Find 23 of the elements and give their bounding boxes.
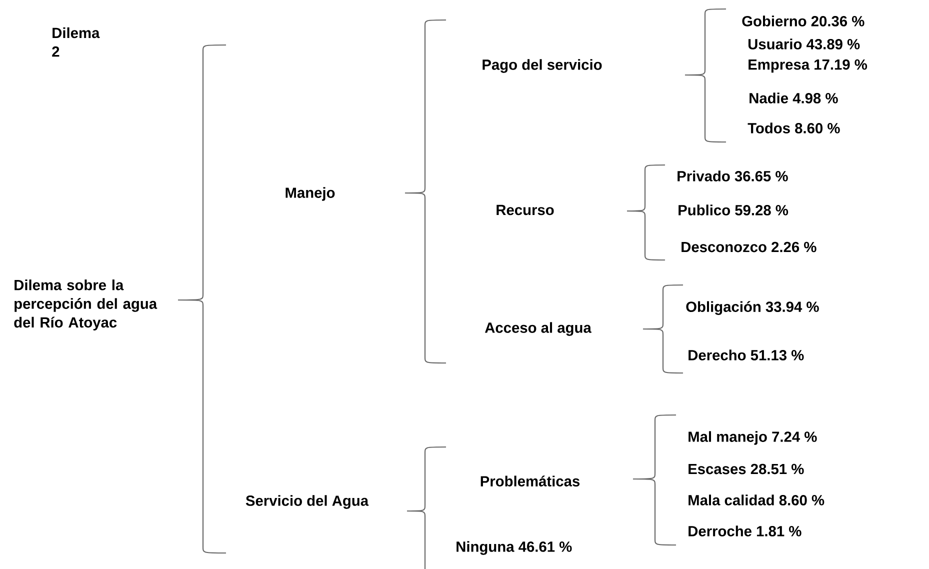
branch-label: Pago del servicio: [482, 59, 602, 73]
branch-label: Empresa 17.19 %: [748, 59, 868, 73]
branch-label: Todos 8.60 %: [748, 122, 840, 134]
branch-label: Mal manejo 7.24 %: [688, 431, 817, 445]
branch-label: Manejo: [286, 187, 335, 201]
branch-label: Dilema sobre la percepción del agua del Río Atoyac: [14, 280, 158, 330]
branch-label: Gobierno 20.36 %: [742, 16, 864, 26]
branch-label: Privado 36.65 %: [678, 170, 788, 182]
branch-label: Servicio del Agua: [246, 495, 369, 509]
branch-label: Dilema 2: [52, 27, 100, 57]
branch-label: Derecho 51.13 %: [688, 350, 804, 360]
branch-label: Recurso: [496, 204, 554, 216]
branch-label: Obligación 33.94 %: [686, 301, 819, 315]
branch-label: Publico 59.28 %: [678, 204, 788, 216]
branch-label: Desconozco 2.26 %: [682, 242, 816, 252]
branch-label: Acceso al agua: [484, 322, 592, 336]
branch-label: Escases 28.51 %: [688, 464, 804, 474]
branch-label: Problemáticas: [480, 476, 580, 486]
branch-label: Ninguna 46.61 %: [456, 541, 572, 555]
branch-label: Derroche 1.81 %: [688, 526, 802, 536]
branch-label: Mala calidad 8.60 %: [688, 494, 824, 506]
branch-label: Nadie 4.98 %: [750, 92, 838, 104]
branch-label: Usuario 43.89 %: [748, 38, 860, 50]
